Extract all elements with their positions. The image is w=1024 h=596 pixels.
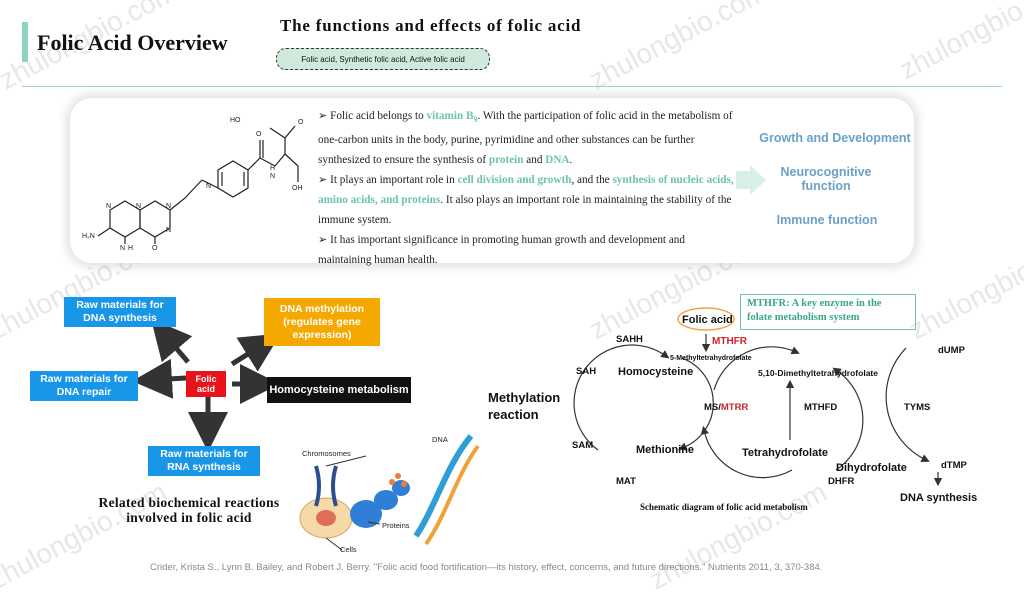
sam-label: SAM [572, 440, 593, 451]
dna-label: DNA [432, 435, 448, 444]
atom-label: H [270, 165, 275, 172]
methyl-thf-node: 5-Methyltetrahydrofolate [670, 355, 752, 362]
tyms-label: TYMS [904, 402, 930, 413]
sah-label: SAH [576, 366, 596, 377]
atom-label: O [298, 119, 304, 126]
folic-acid-node: Folic acid [682, 314, 733, 326]
keyword-pill: Folic acid, Synthetic folic acid, Active… [276, 48, 490, 70]
page-title: Folic Acid Overview [37, 30, 228, 55]
atom-label: O [152, 245, 158, 252]
atom-label: O [256, 131, 262, 138]
dna-methylation-box: DNA methylation (regulates gene expressi… [264, 298, 380, 346]
dna-synthesis-box: Raw materials for DNA synthesis [64, 297, 176, 327]
atom-label: HO [230, 117, 241, 124]
watermark: zhulongbio.com [893, 0, 1024, 86]
atom-label: N [136, 203, 141, 210]
atom-label: N [166, 227, 171, 234]
section-subtitle: The functions and effects of folic acid [280, 16, 582, 35]
bullet-3: ➢ It has important significance in promo… [318, 234, 685, 267]
ms-label: MS/MTRR [704, 402, 748, 413]
reference-citation: Crider, Krista S., Lynn B. Bailey, and R… [150, 562, 823, 573]
dump-node: dUMP [938, 345, 966, 356]
atom-label: N [106, 203, 111, 210]
cells-label: Cells [340, 545, 357, 554]
dhfr-label: DHFR [828, 476, 855, 487]
title-accent-bar [22, 22, 28, 62]
mat-label: MAT [616, 476, 636, 487]
dna-synthesis-node: DNA synthesis [900, 492, 977, 504]
proteins-label: Proteins [382, 521, 410, 530]
metabolism-caption: Schematic diagram of folic acid metaboli… [640, 502, 808, 512]
info-bullets: ➢ Folic acid belongs to vitamin B9. With… [318, 106, 738, 270]
folic-acid-center-box: Folic acid [186, 371, 226, 397]
right-arrow-icon [736, 165, 766, 195]
thf-node: Tetrahydrofolate [742, 447, 828, 459]
bullet-1: ➢ Folic acid belongs to vitamin B9. With… [318, 110, 733, 167]
function-neurocognitive: Neurocognitive function [780, 165, 872, 193]
rna-synthesis-box: Raw materials for RNA synthesis [148, 446, 260, 476]
chromosomes-label: Chromosomes [302, 449, 351, 458]
atom-label: OH [292, 185, 303, 192]
dtmp-node: dTMP [941, 460, 968, 471]
mthfr-key-enzyme-box: MTHFR: A key enzyme in the folate metabo… [740, 294, 916, 330]
atom-label: N [120, 245, 125, 252]
sahh-label: SAHH [616, 334, 643, 345]
dna-repair-box: Raw materials for DNA repair [30, 371, 138, 401]
dimethyl-thf-node: 5,10-Dimethyltetrahydrofolate [758, 368, 878, 378]
left-diagram-caption: Related biochemical reactions involved i… [98, 495, 280, 525]
atom-label: H [128, 245, 133, 252]
function-growth: Growth and Development [759, 131, 911, 145]
arrows-graphic [132, 320, 281, 450]
mthfd-label: MTHFD [804, 402, 837, 413]
function-immune: Immune function [776, 213, 878, 227]
atom-label: H₂N [82, 233, 95, 240]
mthfr-label: MTHFR [712, 336, 748, 347]
watermark: zhulongbio.com [0, 475, 172, 596]
atom-label: N [206, 183, 211, 190]
folate-metabolism-diagram: Folic acid MTHFR SAHH 5-Methyltetrahydro… [572, 307, 977, 504]
bullet-2: ➢ It plays an important role in cell div… [318, 174, 734, 227]
methylation-reaction-label: Methylation reaction [488, 390, 561, 422]
homocysteine-node: Homocysteine [618, 366, 693, 378]
folic-acid-structure-image: HO O O OH H N N N N H₂N N N H O N [82, 117, 304, 252]
atom-label: N [270, 173, 275, 180]
dhf-node: Dihydrofolate [836, 462, 907, 474]
methionine-node: Methionine [636, 444, 694, 456]
homocysteine-metabolism-box: Homocysteine metabolism [267, 377, 411, 403]
header-divider [22, 86, 1002, 87]
info-card [70, 98, 914, 263]
watermark: zhulongbio.com [583, 0, 772, 96]
chromosome-dna-illustration: Chromosomes DNA Proteins Cells [299, 434, 480, 554]
atom-label: N [166, 203, 171, 210]
